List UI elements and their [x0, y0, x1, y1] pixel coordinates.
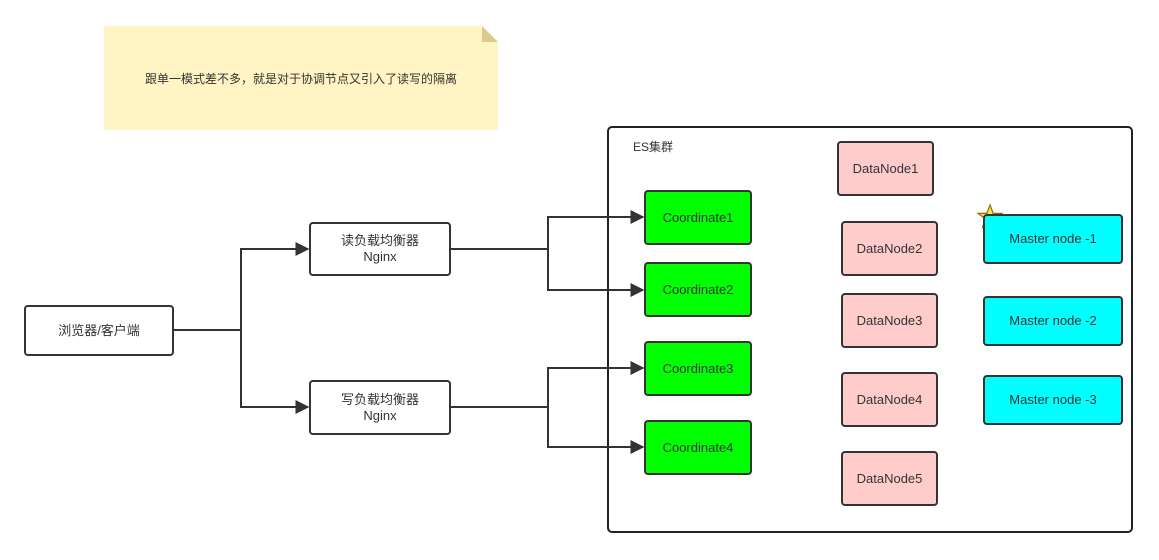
edge-client-write: [174, 329, 310, 414]
datanode-1[interactable]: DataNode1: [837, 141, 934, 196]
master-node-label: Master node -2: [1009, 313, 1097, 328]
master-node-2[interactable]: Master node -2: [983, 296, 1123, 346]
client-node[interactable]: 浏览器/客户端: [24, 305, 174, 356]
edge-client-read: [174, 242, 310, 331]
master-node-label: Master node -3: [1009, 392, 1097, 407]
coordinate-label: Coordinate1: [662, 209, 734, 225]
coordinate-label: Coordinate4: [662, 439, 734, 455]
coordinate-label: Coordinate2: [662, 281, 734, 297]
es-cluster-label: ES集群: [633, 140, 674, 154]
write-lb-title: 写负载均衡器: [340, 391, 419, 407]
edge-write-coord4: [451, 406, 645, 454]
coordinate-label: Coordinate3: [662, 360, 734, 376]
coordinate-node-2[interactable]: Coordinate2: [644, 262, 752, 317]
master-node-1[interactable]: Master node -1: [983, 214, 1123, 264]
coordinate-node-4[interactable]: Coordinate4: [644, 420, 752, 475]
datanode-label: DataNode2: [856, 240, 923, 256]
coordinate-node-3[interactable]: Coordinate3: [644, 341, 752, 396]
datanode-label: DataNode5: [856, 470, 923, 486]
coordinate-node-1[interactable]: Coordinate1: [644, 190, 752, 245]
write-load-balancer-node[interactable]: 写负载均衡器 Nginx: [309, 380, 451, 435]
edge-read-coord2: [451, 248, 645, 297]
client-label: 浏览器/客户端: [58, 322, 140, 338]
sticky-note: [104, 26, 498, 130]
datanode-label: DataNode3: [856, 312, 923, 328]
read-lb-subtitle: Nginx: [363, 249, 397, 264]
read-load-balancer-node[interactable]: 读负载均衡器 Nginx: [309, 222, 451, 276]
write-lb-subtitle: Nginx: [363, 407, 397, 423]
master-node-3[interactable]: Master node -3: [983, 375, 1123, 425]
datanode-5[interactable]: DataNode5: [841, 451, 938, 506]
read-lb-title: 读负载均衡器: [340, 233, 419, 248]
es-cluster-container[interactable]: [607, 126, 1133, 533]
datanode-2[interactable]: DataNode2: [841, 221, 938, 276]
sticky-note-text: 跟单一模式差不多，就是对于协调节点又引入了读写的隔离: [144, 72, 457, 86]
datanode-label: DataNode1: [852, 160, 919, 176]
edge-read-coord1: [451, 210, 645, 250]
edge-write-coord3: [451, 361, 645, 408]
datanode-label: DataNode4: [856, 391, 923, 407]
datanode-3[interactable]: DataNode3: [841, 293, 938, 348]
master-node-label: Master node -1: [1009, 231, 1097, 246]
datanode-4[interactable]: DataNode4: [841, 372, 938, 427]
